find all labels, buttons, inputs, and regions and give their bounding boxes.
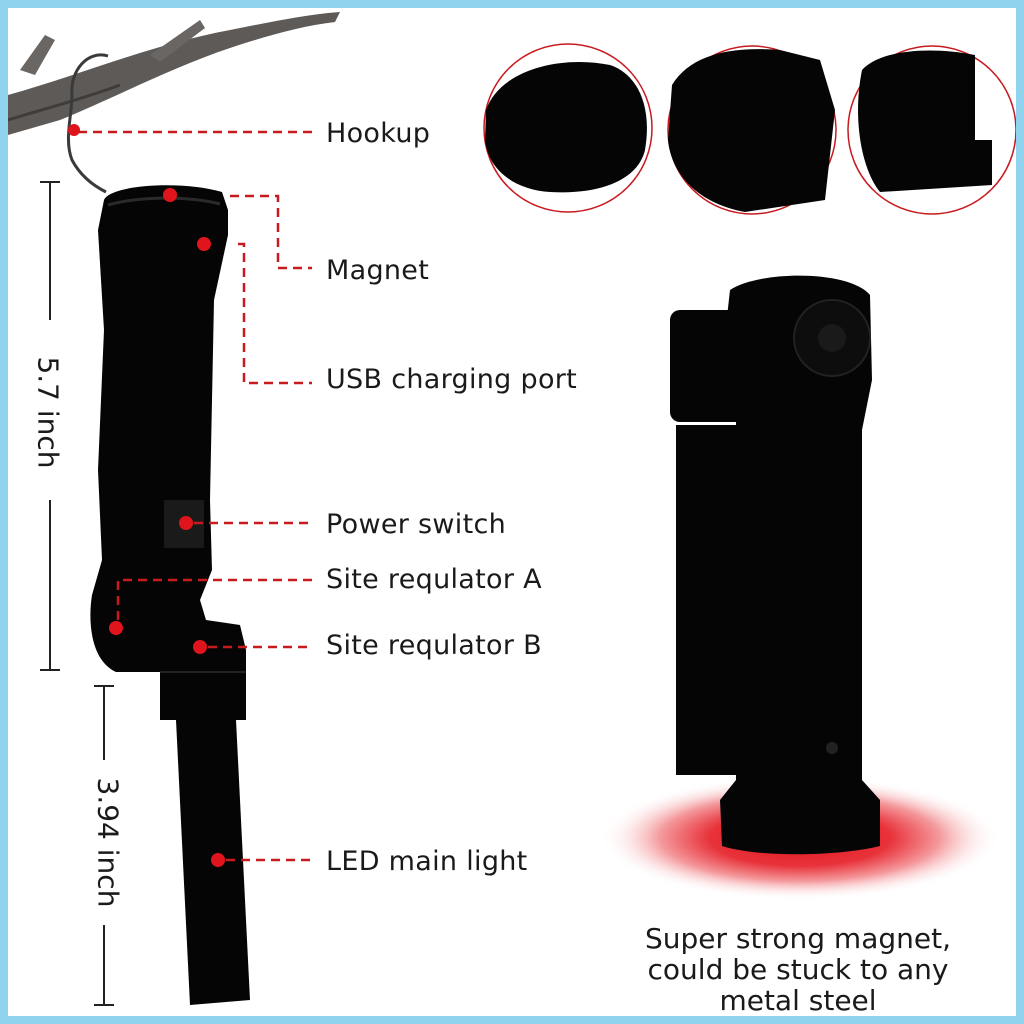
upper-length-label: 5.7 inch: [31, 356, 65, 469]
caption-line-3: metal steel: [719, 984, 877, 1016]
detail-inset-1: [483, 43, 653, 213]
usb-charging-port-label: USB charging port: [326, 364, 578, 395]
hook-wire: [66, 53, 109, 194]
caption-line-1: Super strong magnet,: [644, 922, 951, 955]
magnet-caption: Super strong magnet, could be stuck to a…: [568, 923, 1016, 1016]
product-infographic: Hookup Magnet USB charging port Power sw…: [8, 8, 1016, 1016]
power-switch-label: Power switch: [326, 509, 507, 540]
dimension-lines: [40, 181, 114, 1006]
site-regulator-a-label: Site requlator A: [326, 564, 542, 595]
caption-line-2: could be stuck to any: [647, 953, 949, 986]
lower-length-label: 3.94 inch: [91, 777, 125, 908]
detail-inset-2: [667, 45, 837, 215]
detail-inset-3: [847, 45, 1016, 215]
tree-branch: [8, 12, 340, 135]
callout-dots: [68, 124, 225, 867]
site-regulator-b-label: Site requlator B: [326, 630, 542, 661]
hookup-label: Hookup: [326, 118, 431, 149]
worklight-device-right: [670, 275, 880, 855]
magnet-label: Magnet: [326, 255, 430, 286]
product-illustration: [8, 12, 1016, 1006]
led-main-light-label: LED main light: [326, 846, 528, 877]
leader-lines: [78, 130, 312, 862]
